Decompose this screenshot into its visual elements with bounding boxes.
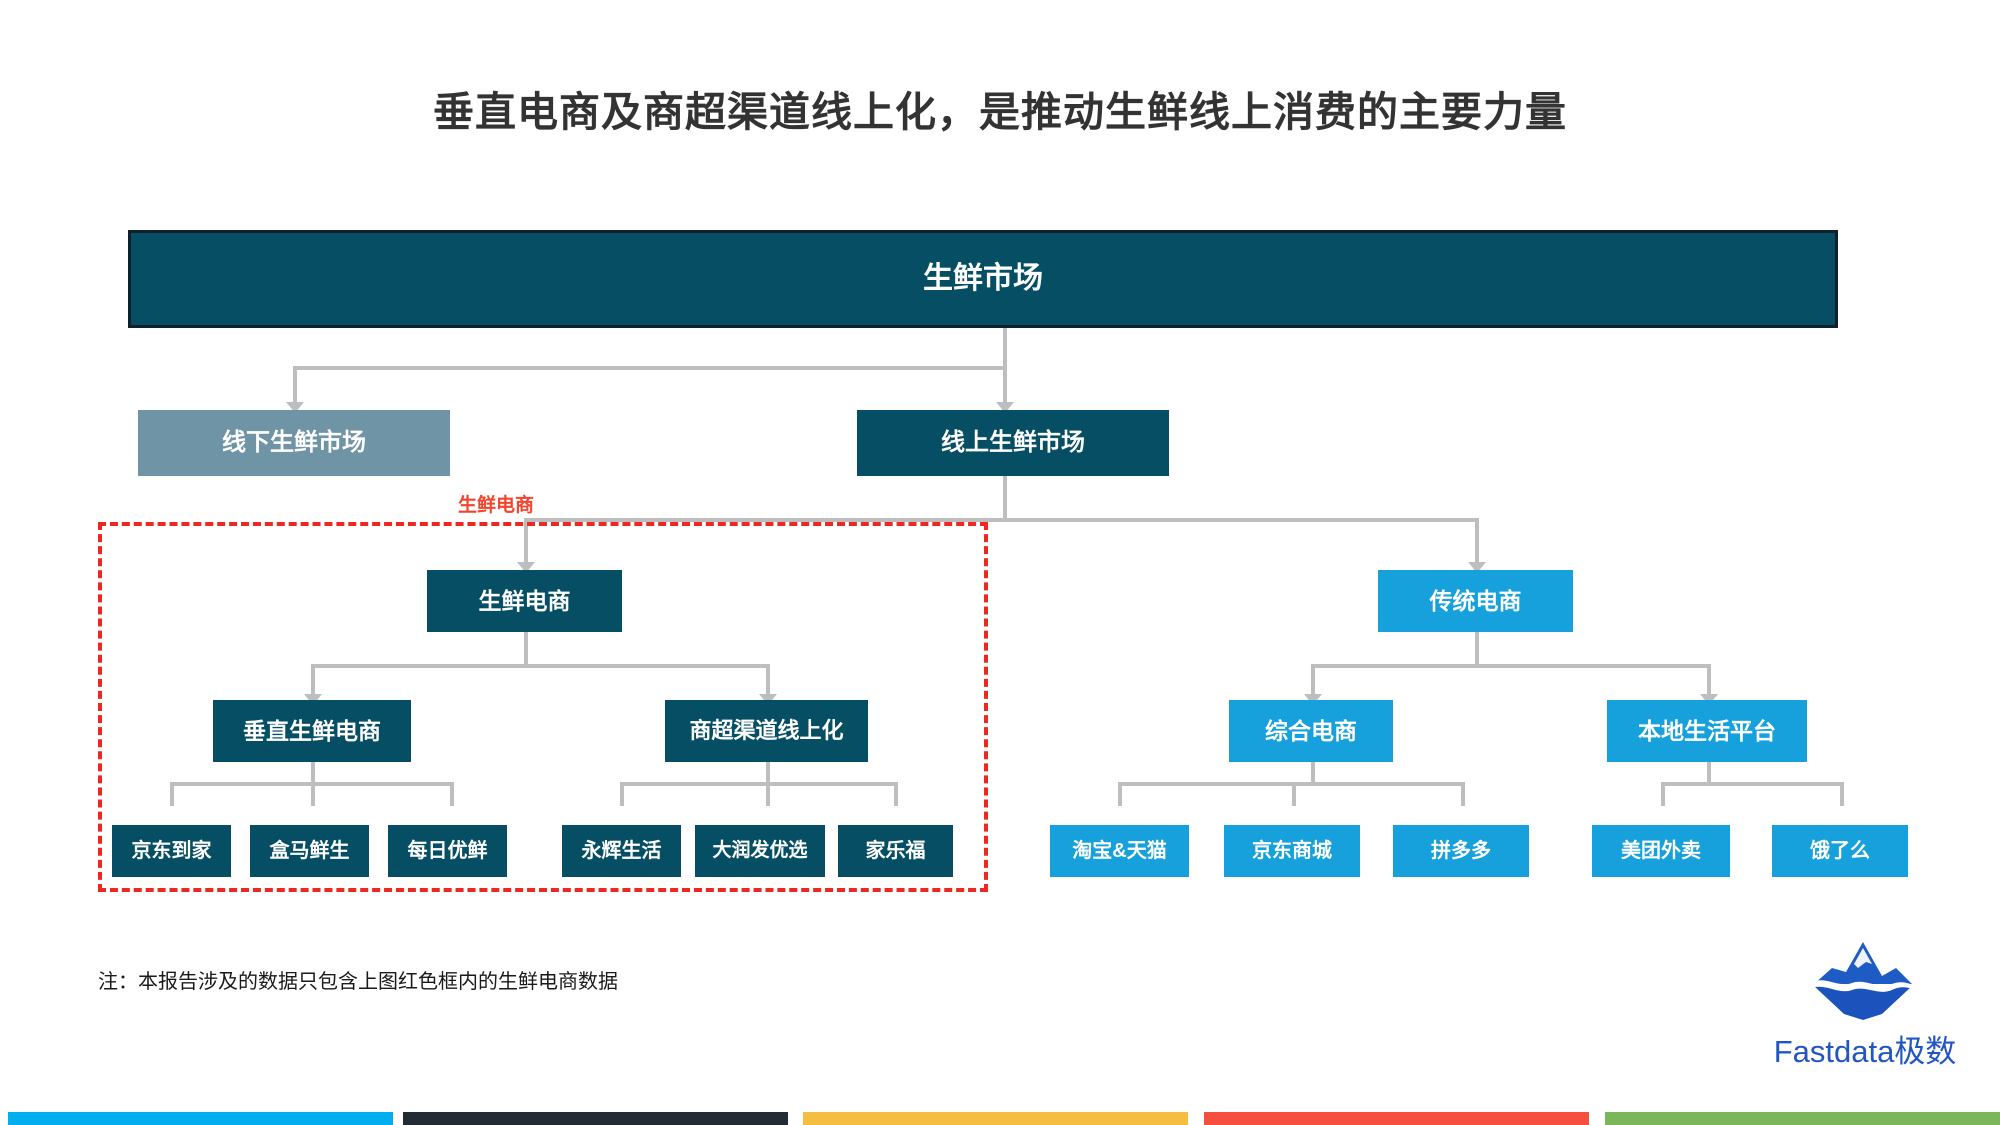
node-label: 家乐福 [865,839,926,862]
node-label: 京东商城 [1252,839,1332,862]
node-fresh-ecommerce[interactable]: 生鲜电商 [427,570,622,632]
connector-leaf-taobao-tmall [1118,782,1122,806]
node-label: 传统电商 [1429,587,1522,614]
leaf-yonghui-life[interactable]: 永辉生活 [562,825,681,877]
leaf-jd-daojia[interactable]: 京东到家 [112,825,231,877]
node-local-life-platform[interactable]: 本地生活平台 [1607,700,1807,762]
footer-bar-segment-5 [1605,1112,2000,1125]
node-label: 商超渠道线上化 [689,718,844,744]
footer-bar-segment-4 [1204,1112,1589,1125]
connector-leaf-pinduoduo [1461,782,1465,806]
connector-leaf-meituan [1661,782,1665,806]
connector-general-bus [1118,782,1462,786]
leaf-missfresh[interactable]: 每日优鲜 [388,825,507,877]
footer-bar-segment-1 [8,1112,393,1125]
footer-bar-segment-3 [803,1112,1188,1125]
node-label: 永辉生活 [581,839,662,862]
arrow-to-fresh-ecommerce [517,562,535,573]
node-label: 垂直生鲜电商 [243,717,381,744]
connector-to-general-ecommerce [1311,664,1315,698]
arrow-to-local-life [1700,694,1718,705]
node-label: 生鲜电商 [478,587,571,614]
highlight-region-label: 生鲜电商 [455,490,538,517]
connector-traditional-level4-bus [1311,664,1711,668]
connector-to-online [1003,366,1007,406]
page-title: 垂直电商及商超渠道线上化，是推动生鲜线上消费的主要力量 [433,89,1567,135]
brand-logo: Fastdata极数 [1750,938,1980,1073]
connector-local-life-trunk [1707,762,1711,784]
connector-leaf-carrefour [894,782,898,806]
connector-to-offline [293,366,297,406]
leaf-pinduoduo[interactable]: 拼多多 [1393,825,1529,877]
node-label: 淘宝&天猫 [1072,839,1167,862]
footnote: 注：本报告涉及的数据只包含上图红色框内的生鲜电商数据 [98,971,618,993]
node-label: 大润发优选 [712,840,808,862]
connector-fresh-ecommerce-trunk [524,632,528,666]
connector-general-trunk [1311,762,1315,784]
node-label: 饿了么 [1810,839,1870,862]
node-label: 每日优鲜 [407,839,488,862]
connector-to-fresh-ecommerce [524,518,528,566]
connector-online-trunk [1003,476,1007,522]
connector-level3-bus [524,518,1479,522]
connector-to-vertical-fresh [311,664,315,698]
leaf-rtmart-youxuan[interactable]: 大润发优选 [695,825,825,877]
connector-vertical-fresh-trunk [311,762,315,784]
node-label: 拼多多 [1431,839,1491,862]
leaf-hema-xiansheng[interactable]: 盒马鲜生 [250,825,369,877]
connector-leaf-jd-mall [1292,782,1296,806]
node-vertical-fresh-ecommerce[interactable]: 垂直生鲜电商 [213,700,411,762]
node-label: 京东到家 [131,839,212,862]
connector-supermarket-bus [620,782,896,786]
arrow-to-vertical-fresh [304,694,322,705]
connector-root-trunk [1003,328,1007,368]
iceberg-icon [1812,942,1914,1020]
connector-supermarket-trunk [766,762,770,784]
footer-color-bar [0,1112,2000,1125]
connector-leaf-eleme [1840,782,1844,806]
leaf-carrefour[interactable]: 家乐福 [838,825,953,877]
connector-leaf-hema [311,782,315,806]
connector-local-life-bus [1661,782,1843,786]
arrow-to-offline [286,402,304,413]
arrow-to-traditional-ecommerce [1468,562,1486,573]
connector-leaf-jd-daojia [170,782,174,806]
node-label: 生鲜市场 [923,261,1043,295]
connector-level2-bus [293,366,1007,370]
footer-bar-segment-2 [403,1112,788,1125]
node-label: 盒马鲜生 [269,839,350,862]
node-general-ecommerce[interactable]: 综合电商 [1229,700,1393,762]
leaf-eleme[interactable]: 饿了么 [1772,825,1908,877]
node-root-fresh-market[interactable]: 生鲜市场 [128,230,1838,328]
connector-leaf-missfresh [450,782,454,806]
node-label: 本地生活平台 [1638,717,1776,744]
connector-traditional-trunk [1475,632,1479,666]
arrow-to-general-ecommerce [1304,694,1322,705]
node-label: 综合电商 [1265,717,1357,744]
logo-wordmark: Fastdata极数 [1773,1034,1957,1069]
leaf-meituan-waimai[interactable]: 美团外卖 [1592,825,1730,877]
connector-to-traditional-ecommerce [1475,518,1479,566]
connector-fresh-level4-bus [311,664,766,668]
connector-to-local-life [1707,664,1711,698]
leaf-jd-mall[interactable]: 京东商城 [1224,825,1360,877]
leaf-taobao-tmall[interactable]: 淘宝&天猫 [1050,825,1189,877]
connector-leaf-rtmart [766,782,770,806]
node-offline-fresh-market[interactable]: 线下生鲜市场 [138,410,450,476]
node-label: 线上生鲜市场 [941,429,1085,457]
node-supermarket-channel-online[interactable]: 商超渠道线上化 [665,700,868,762]
node-label: 美团外卖 [1621,839,1701,862]
node-label: 线下生鲜市场 [222,429,366,457]
arrow-to-supermarket-online [759,694,777,705]
node-online-fresh-market[interactable]: 线上生鲜市场 [857,410,1169,476]
node-traditional-ecommerce[interactable]: 传统电商 [1378,570,1573,632]
highlight-region-fresh-ecommerce [98,522,988,892]
connector-to-supermarket-online [766,664,770,698]
arrow-to-online [996,402,1014,413]
connector-leaf-yonghui [620,782,624,806]
